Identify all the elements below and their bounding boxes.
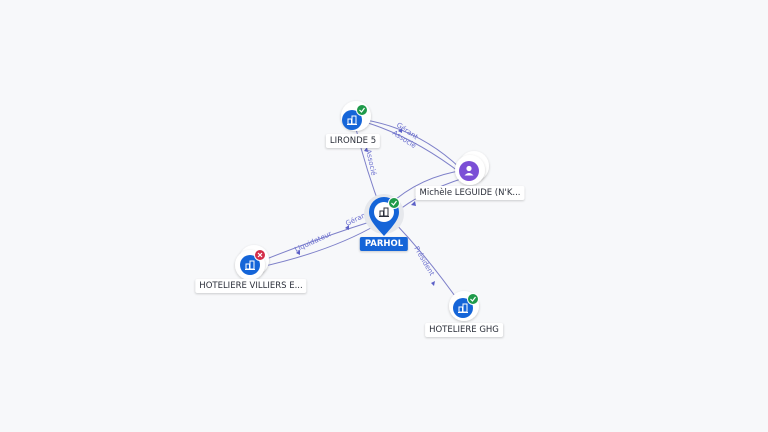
node-label-parhol[interactable]: PARHOL	[359, 237, 409, 251]
node-parhol[interactable]	[364, 194, 404, 236]
node-lironde[interactable]	[341, 101, 371, 131]
edge-label-liquidateur: Liquidateur	[293, 230, 333, 254]
arrow-liquidateur	[296, 250, 300, 255]
active-status-icon	[356, 104, 368, 116]
checkmark-icon	[470, 296, 476, 302]
arrow-gerant	[398, 128, 402, 133]
checkmark-icon	[391, 200, 397, 206]
person-icon	[464, 165, 474, 176]
edge-label-lironde-parhol: Associé	[364, 149, 378, 177]
arrow-gerant2	[345, 225, 349, 230]
active-status-icon	[388, 197, 400, 209]
active-status-icon	[467, 293, 479, 305]
building-icon	[245, 260, 255, 270]
arrow-lironde-parhol	[364, 147, 368, 152]
edge-leguide-lironde-gerant	[365, 119, 461, 169]
node-label-lironde[interactable]: LIRONDE 5	[325, 134, 381, 148]
building-icon	[458, 303, 468, 313]
checkmark-icon	[359, 107, 365, 113]
node-label-leguide[interactable]: Michèle LEGUIDE (N'K...	[415, 186, 525, 200]
node-villiers[interactable]	[235, 245, 269, 280]
node-leguide[interactable]	[455, 151, 489, 185]
building-icon	[347, 115, 357, 125]
edge-parhol-villiers-gerant	[255, 223, 379, 269]
arrow-g	[411, 201, 416, 206]
arrow-president	[431, 281, 435, 286]
edge-leguide-lironde-associe	[367, 122, 463, 175]
node-label-ghg[interactable]: HOTELIERE GHG	[425, 323, 503, 337]
building-icon	[379, 207, 389, 217]
cross-icon	[257, 252, 263, 258]
edge-arrows	[296, 128, 435, 286]
node-ghg[interactable]	[449, 291, 479, 321]
edge-label-president: Président	[412, 245, 436, 277]
node-label-villiers[interactable]: HOTELIERE VILLIERS E...	[195, 279, 307, 293]
